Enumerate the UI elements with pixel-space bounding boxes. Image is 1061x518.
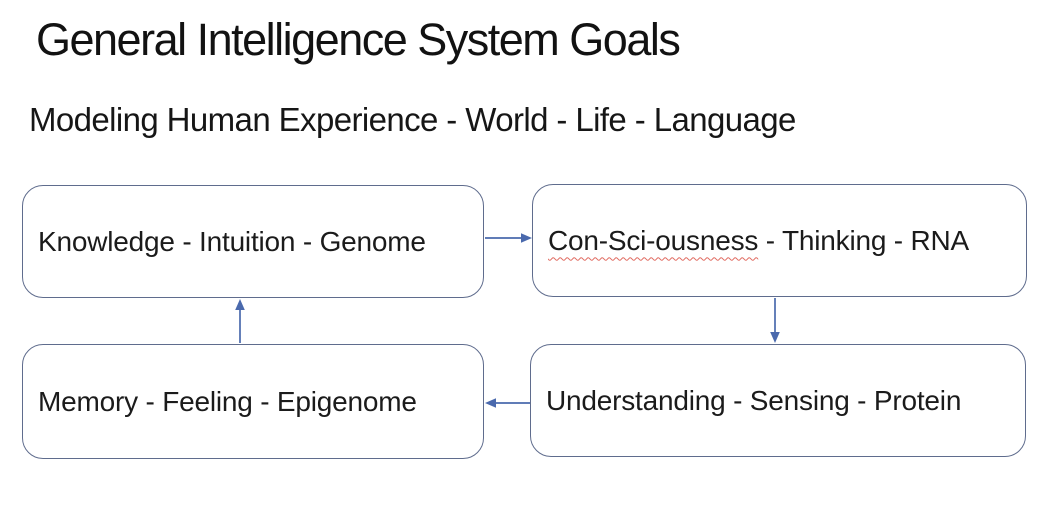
arrow-memory-to-knowledge [235,299,245,343]
spellcheck-underlined-word: Con-Sci-ousness [548,224,759,256]
flow-box-consciousness-label-rest: - Thinking - RNA [758,224,970,256]
slide-title: General Intelligence System Goals [36,14,681,65]
flow-box-knowledge: Knowledge - Intuition - Genome [22,185,484,298]
flow-box-understanding-label: Understanding - Sensing - Protein [546,384,962,416]
flow-box-memory: Memory - Feeling - Epigenome [22,344,484,459]
arrow-understanding-to-memory [485,398,530,408]
flow-box-consciousness-label: Con-Sci-ousness - Thinking - RNA [548,225,969,257]
arrow-consciousness-to-understanding [770,298,780,343]
flow-box-memory-label: Memory - Feeling - Epigenome [38,385,417,417]
flow-box-understanding: Understanding - Sensing - Protein [530,344,1026,457]
slide-subtitle: Modeling Human Experience - World - Life… [29,101,796,138]
flow-box-knowledge-label: Knowledge - Intuition - Genome [38,225,426,257]
arrow-knowledge-to-consciousness [485,233,532,243]
flow-box-consciousness: Con-Sci-ousness - Thinking - RNA [532,184,1027,297]
